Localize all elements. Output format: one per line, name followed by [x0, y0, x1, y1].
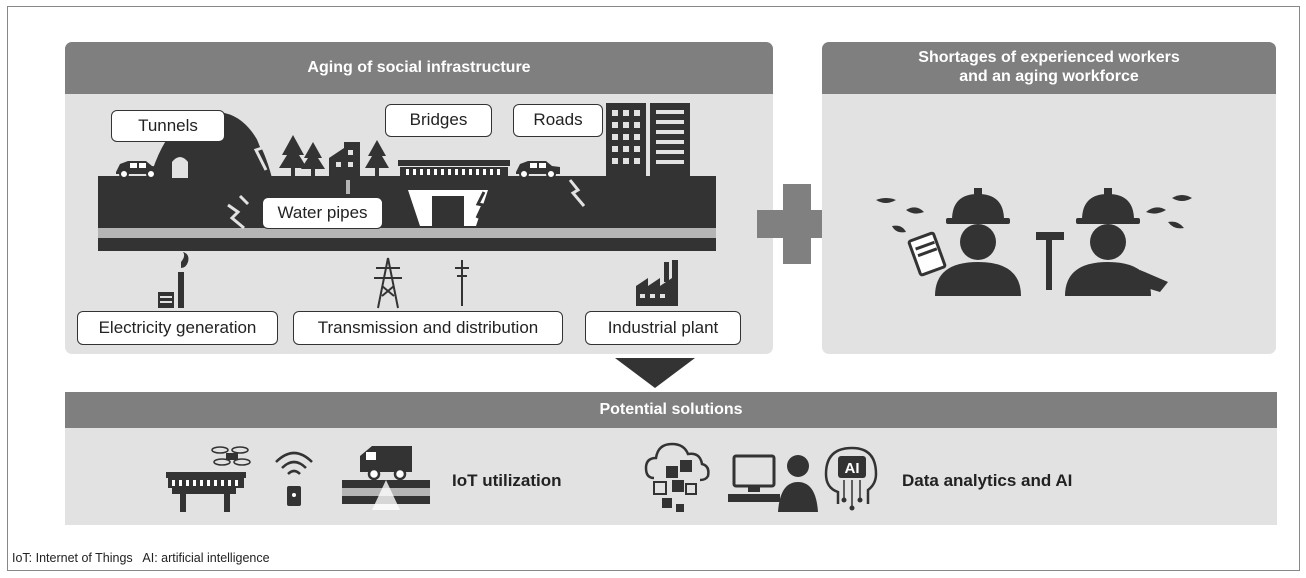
water-pipes-label: Water pipes — [262, 197, 383, 229]
electricity-generation-label: Electricity generation — [77, 311, 278, 345]
infrastructure-panel: Aging of social infrastructure — [65, 42, 773, 354]
workforce-title-line2: and an aging workforce — [959, 68, 1139, 85]
solutions-title: Potential solutions — [65, 392, 1277, 428]
solutions-panel: Potential solutions — [65, 392, 1277, 525]
workforce-panel: Shortages of experienced workers and an … — [822, 42, 1276, 354]
tunnels-label: Tunnels — [111, 110, 225, 142]
figure-frame — [7, 6, 1300, 571]
bridges-label: Bridges — [385, 104, 492, 137]
industrial-plant-label: Industrial plant — [585, 311, 741, 345]
workforce-title: Shortages of experienced workers and an … — [822, 42, 1276, 94]
infrastructure-title: Aging of social infrastructure — [65, 42, 773, 94]
transmission-distribution-label: Transmission and distribution — [293, 311, 563, 345]
data-analytics-ai-label: Data analytics and AI — [902, 471, 1073, 490]
footnote: IoT: Internet of Things AI: artificial i… — [12, 551, 270, 565]
workforce-title-line1: Shortages of experienced workers — [918, 49, 1180, 66]
roads-label: Roads — [513, 104, 603, 137]
iot-utilization-label: IoT utilization — [452, 471, 562, 490]
down-arrow-icon — [615, 358, 695, 388]
